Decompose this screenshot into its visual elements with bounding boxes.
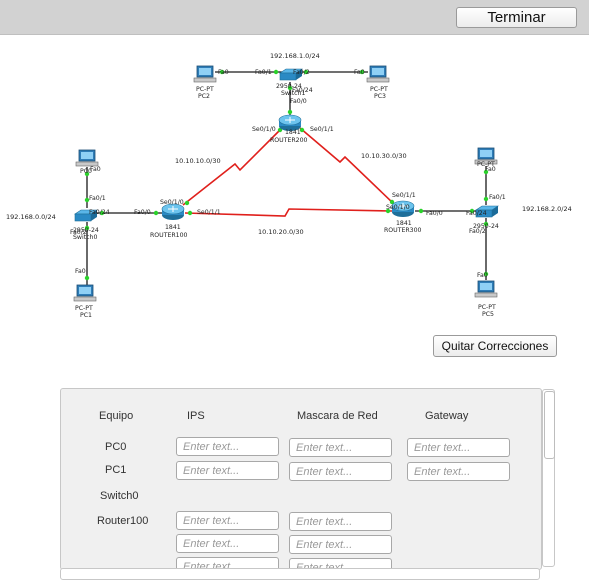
- pc3-type-label: PC-PT: [370, 86, 388, 93]
- router100-icon[interactable]: [161, 203, 185, 221]
- port-label-switch2-fa01: Fa0/1: [489, 194, 506, 201]
- serial-router100-router300: [184, 208, 393, 217]
- pc0-mask-input[interactable]: [289, 438, 392, 457]
- network-label-lan0: 192.168.0.0/24: [6, 213, 56, 221]
- port-label-switch1-fa024: Fa0/24: [292, 87, 313, 94]
- horizontal-scrollbar[interactable]: [60, 568, 540, 580]
- pc0-ip-input[interactable]: [176, 437, 279, 456]
- network-label-lan2: 192.168.2.0/24: [522, 205, 572, 213]
- network-topology-diagram: 192.168.1.0/24 192.168.0.0/24 192.168.2.…: [6, 52, 572, 319]
- pc5-type-label: PC-PT: [478, 304, 496, 311]
- pc4-type-label: PC-PT: [477, 161, 495, 168]
- port-label-router100-se010: Se0/1/0: [160, 199, 184, 206]
- port-label-router300-se011: Se0/1/1: [392, 192, 416, 199]
- router100-mask-input-1[interactable]: [289, 512, 392, 531]
- serial-router200-router300: [299, 127, 396, 206]
- port-label-switch0-fa024: Fa0/24: [89, 209, 110, 216]
- switch1-name-label: Switch1: [281, 90, 305, 97]
- router100-ip-input-1[interactable]: [176, 511, 279, 530]
- port-label-switch0-fa02: Fa0/2: [70, 229, 87, 236]
- pc2-icon[interactable]: [193, 65, 217, 83]
- router100-ip-input-3[interactable]: [176, 557, 279, 569]
- network-label-lan1: 192.168.1.0/24: [270, 52, 320, 60]
- pc0-gateway-input[interactable]: [407, 438, 510, 457]
- header-mascara: Mascara de Red: [297, 410, 378, 422]
- top-toolbar: Terminar: [0, 0, 589, 35]
- pc3-icon[interactable]: [366, 65, 390, 83]
- pc5-icon[interactable]: [474, 280, 498, 298]
- port-label-router300-se010: Se0/1/0: [386, 204, 410, 211]
- row-label-pc0: PC0: [105, 441, 127, 453]
- router300-model-label: 1841: [396, 220, 412, 227]
- port-label-switch0-fa01: Fa0/1: [89, 195, 106, 202]
- port-label-router300-fa00: Fa0/0: [426, 210, 443, 217]
- row-label-router100: Router100: [97, 515, 149, 527]
- router200-model-label: 1841: [285, 129, 301, 136]
- port-label-pc5: Fa0: [477, 272, 488, 279]
- port-label-pc1: Fa0: [75, 268, 86, 275]
- links: [86, 71, 487, 285]
- pc1-ip-input[interactable]: [176, 461, 279, 480]
- port-label-switch2-fa024: Fa0/24: [466, 210, 487, 217]
- pc5-name-label: PC5: [482, 311, 494, 318]
- pc2-name-label: PC2: [198, 93, 210, 100]
- port-label-router200-se011: Se0/1/1: [310, 126, 334, 133]
- router200-name-label: ROUTER200: [270, 137, 308, 144]
- port-label-pc0: Fa0: [90, 166, 101, 173]
- port-label-pc4: Fa0: [485, 166, 496, 173]
- pc1-icon[interactable]: [73, 284, 97, 302]
- port-label-router100-se011: Se0/1/1: [197, 209, 221, 216]
- link-status-dots: [84, 69, 489, 281]
- header-equipo: Equipo: [99, 410, 134, 422]
- pc3-name-label: PC3: [374, 93, 386, 100]
- switch1-model-label: 2950-24: [276, 83, 302, 90]
- port-label-router200-se010: Se0/1/0: [252, 126, 276, 133]
- network-label-wan-r1-r3: 10.10.20.0/30: [258, 228, 304, 236]
- terminar-button[interactable]: Terminar: [456, 7, 577, 28]
- switch0-model-label: 2950-24: [73, 227, 99, 234]
- port-label-pc3: Fa0: [354, 69, 365, 76]
- quitar-correcciones-button[interactable]: Quitar Correcciones: [433, 335, 557, 357]
- network-label-wan-r2-r3: 10.10.30.0/30: [361, 152, 407, 160]
- router100-mask-input-2[interactable]: [289, 535, 392, 554]
- port-label-router200-fa00: Fa0/0: [290, 98, 307, 105]
- router100-mask-input-3[interactable]: [289, 558, 392, 569]
- port-label-switch2-fa02: Fa0/2: [469, 228, 486, 235]
- header-ips: IPS: [187, 410, 205, 422]
- row-label-pc1: PC1: [105, 464, 127, 476]
- pc0-icon[interactable]: [75, 149, 99, 167]
- router100-name-label: ROUTER100: [150, 232, 188, 239]
- port-label-switch1-fa01: Fa0/1: [255, 69, 272, 76]
- port-label-switch1-fa02: Fa0/2: [293, 69, 310, 76]
- port-label-router100-fa00: Fa0/0: [134, 209, 151, 216]
- pc1-gateway-input[interactable]: [407, 462, 510, 481]
- port-label-pc2: Fa0: [218, 69, 229, 76]
- network-label-wan-r1-r2: 10.10.10.0/30: [175, 157, 221, 165]
- pc2-type-label: PC-PT: [196, 86, 214, 93]
- pc1-name-label: PC1: [80, 312, 92, 319]
- switch0-name-label: Switch0: [73, 234, 97, 241]
- switch2-model-label: 2950-24: [473, 223, 499, 230]
- row-label-switch0: Switch0: [100, 490, 139, 502]
- pc1-type-label: PC-PT: [75, 305, 93, 312]
- vertical-scrollbar[interactable]: [542, 389, 555, 567]
- ip-config-panel: Equipo IPS Mascara de Red Gateway PC0 PC…: [60, 388, 542, 570]
- pc1-mask-input[interactable]: [289, 462, 392, 481]
- router300-name-label: ROUTER300: [384, 227, 422, 234]
- router100-model-label: 1841: [165, 224, 181, 231]
- vertical-scrollbar-thumb[interactable]: [544, 391, 555, 459]
- serial-router100-router200: [182, 127, 283, 206]
- pc0-name-label: PC0: [80, 168, 92, 175]
- header-gateway: Gateway: [425, 410, 469, 422]
- router100-ip-input-2[interactable]: [176, 534, 279, 553]
